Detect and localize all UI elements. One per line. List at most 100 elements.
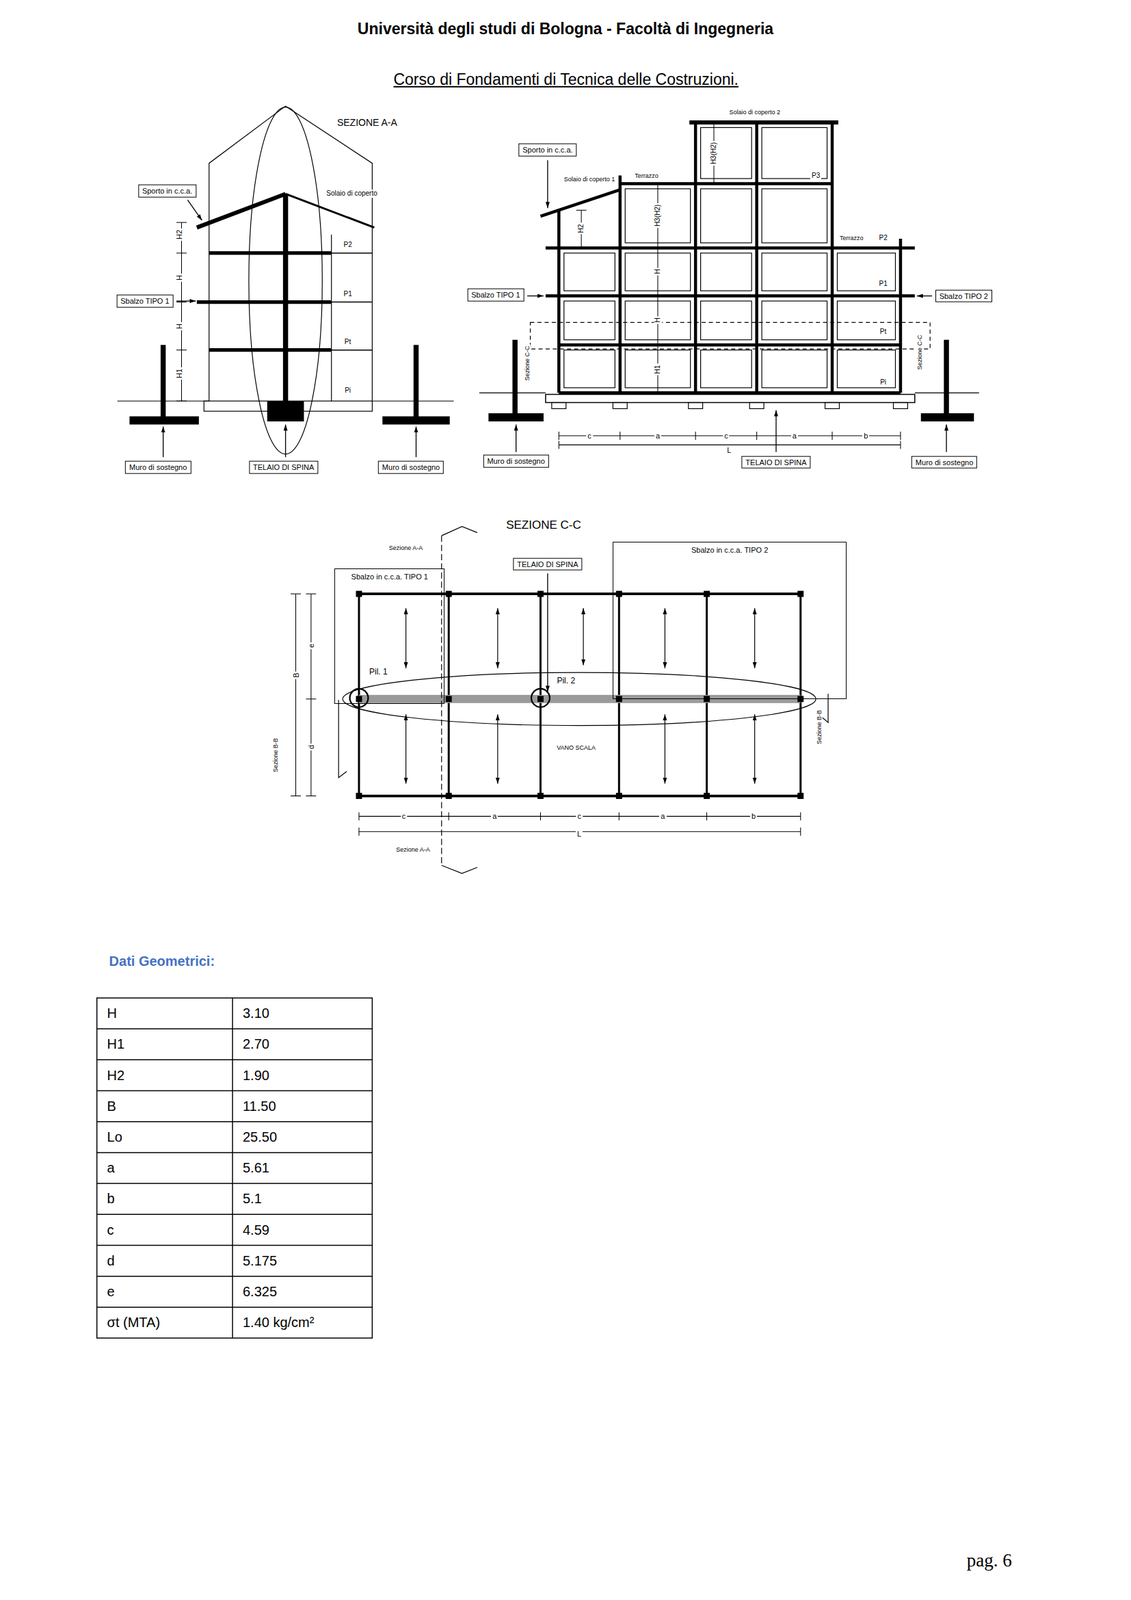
dimension-label: c — [575, 811, 583, 821]
section-heading: Dati Geometrici: — [109, 952, 215, 969]
label-box: Muro di sostegno — [911, 455, 978, 469]
longitudinal-section — [700, 300, 753, 340]
label-box: TELAIO DI SPINA — [512, 557, 582, 571]
longitudinal-section — [551, 402, 567, 409]
dimension-line — [176, 252, 187, 254]
box-label: Muro di sostegno — [129, 462, 187, 472]
dimension-line — [800, 827, 801, 836]
floor-label: P2 — [877, 233, 889, 243]
leader-arrow — [547, 573, 548, 692]
longitudinal-section — [700, 127, 753, 179]
longitudinal-section — [830, 122, 834, 393]
box-label: TELAIO DI SPINA — [253, 462, 314, 472]
dimension-label: a — [659, 811, 667, 821]
dimension-line — [358, 811, 359, 820]
table-cell: b — [107, 1190, 115, 1207]
table-grid — [231, 997, 233, 1338]
dimension-line — [558, 440, 560, 449]
table-cell: 6.325 — [242, 1282, 277, 1299]
box-label: Muro di sostegno — [382, 462, 440, 472]
floor-plan — [441, 535, 442, 866]
dimension-line — [653, 247, 664, 249]
table-cell: H — [107, 1005, 117, 1021]
table-cell: Lo — [107, 1128, 123, 1144]
table-cell: 5.175 — [242, 1252, 277, 1268]
dimension-line — [305, 698, 316, 699]
floor-plan — [497, 713, 498, 783]
room-label: VANO SCALA — [555, 743, 597, 751]
element-label: Solaio di coperto 1 — [562, 175, 617, 183]
dimension-line — [756, 431, 757, 440]
dimension-label: H3(H2) — [709, 140, 718, 166]
longitudinal-section — [545, 294, 915, 297]
table-grid — [97, 1213, 373, 1215]
cross-section — [209, 348, 332, 352]
longitudinal-section — [545, 246, 915, 249]
page-title: Università degli studi di Bologna - Faco… — [0, 19, 1131, 38]
dimension-label: b — [862, 431, 870, 441]
floor-plan — [616, 695, 623, 702]
table-cell: e — [107, 1282, 115, 1299]
floor-plan — [338, 526, 829, 874]
dimension-line — [305, 795, 316, 796]
table-cell: 4.59 — [242, 1221, 270, 1237]
label-box: Muro di sostegno — [378, 460, 444, 474]
longitudinal-section — [825, 402, 840, 409]
leader-arrow — [162, 426, 164, 458]
column-label: Pil. 1 — [367, 667, 390, 677]
leader-arrow — [415, 426, 417, 458]
floor-plan — [531, 688, 550, 708]
dimension-label: H1 — [653, 363, 662, 375]
dimension-line — [290, 593, 801, 836]
dimension-line — [558, 434, 901, 436]
table-grid — [97, 1059, 373, 1060]
floor-plan — [703, 695, 710, 702]
floor-plan — [356, 590, 363, 597]
cross-section — [160, 344, 166, 418]
dimension-label: H — [653, 267, 662, 275]
label-box: TELAIO DI SPINA — [248, 460, 318, 474]
table-cell: B — [107, 1097, 117, 1114]
dimension-line — [558, 122, 901, 449]
dimension-line — [295, 593, 297, 796]
dimension-label: a — [490, 811, 498, 821]
dimension-line — [653, 183, 664, 184]
floor-plan — [441, 526, 478, 536]
floor-plan — [441, 865, 478, 874]
box-label: TELAIO DI SPINA — [745, 457, 807, 467]
dimension-line — [709, 183, 720, 184]
box-label: Sbalzo TIPO 1 — [471, 290, 520, 300]
leader-arrow — [163, 199, 417, 457]
box-label: Sbalzo in c.c.a. TIPO 2 — [689, 545, 770, 555]
section-mark-label: Sezione A-A — [387, 544, 425, 552]
cross-section — [330, 234, 332, 401]
dimension-line — [558, 431, 560, 440]
box-label: Sporto in c.c.a. — [142, 186, 193, 196]
floor-plan — [356, 792, 363, 799]
leader-arrow — [285, 424, 286, 458]
dimension-label: H — [653, 316, 662, 325]
floor-plan — [350, 688, 369, 708]
longitudinal-section — [618, 175, 622, 394]
floor-plan — [537, 792, 544, 799]
cross-section — [285, 193, 375, 228]
box-label: Sporto in c.c.a. — [522, 145, 573, 155]
longitudinal-section — [488, 413, 544, 422]
table-cell: 11.50 — [242, 1097, 277, 1114]
dimension-line — [448, 811, 450, 820]
table-cell: 5.1 — [242, 1190, 262, 1207]
dimension-line — [310, 593, 312, 796]
floor-label: Pt — [343, 337, 353, 347]
cross-section — [413, 344, 419, 418]
longitudinal-section — [700, 350, 753, 388]
floor-plan — [358, 694, 801, 703]
leader-arrow — [916, 295, 933, 297]
element-label: Terrazzo — [838, 233, 866, 241]
longitudinal-section — [761, 188, 827, 243]
cross-section — [209, 105, 373, 401]
dimension-line — [618, 811, 620, 820]
label-box: Sporto in c.c.a. — [518, 143, 577, 157]
table-grid — [97, 1027, 373, 1029]
